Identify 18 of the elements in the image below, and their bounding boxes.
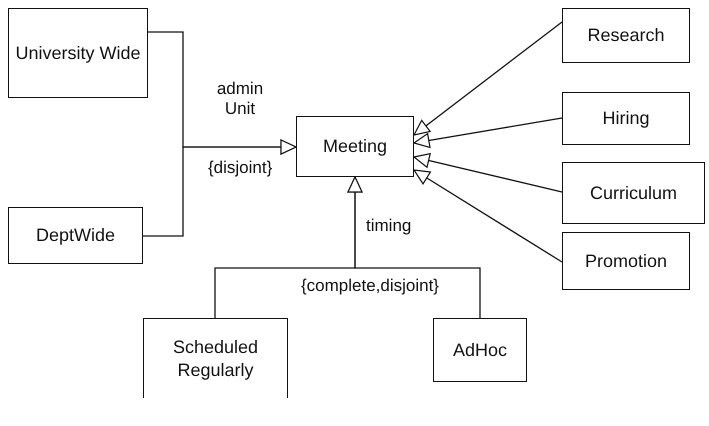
generalization-arrow	[347, 176, 481, 318]
class-box: Research	[562, 8, 690, 63]
edge-label: {complete,disjoint}	[299, 276, 441, 296]
edge-label: {disjoint}	[206, 158, 274, 178]
generalization-arrow	[413, 117, 562, 148]
class-box: Curriculum	[562, 162, 705, 224]
class-box: Hiring	[562, 92, 690, 145]
edge-label: timing	[364, 216, 414, 236]
generalization-arrow	[413, 21, 562, 136]
generalization-arrow	[413, 169, 562, 263]
generalization-arrow	[143, 139, 297, 237]
generalization-arrow	[413, 153, 562, 193]
class-box: Meeting	[296, 116, 414, 177]
class-box: DeptWide	[8, 207, 143, 264]
class-box: Scheduled Regularly	[143, 318, 288, 398]
class-box: AdHoc	[433, 318, 527, 382]
class-box: University Wide	[8, 8, 148, 98]
class-box: Promotion	[562, 232, 690, 290]
